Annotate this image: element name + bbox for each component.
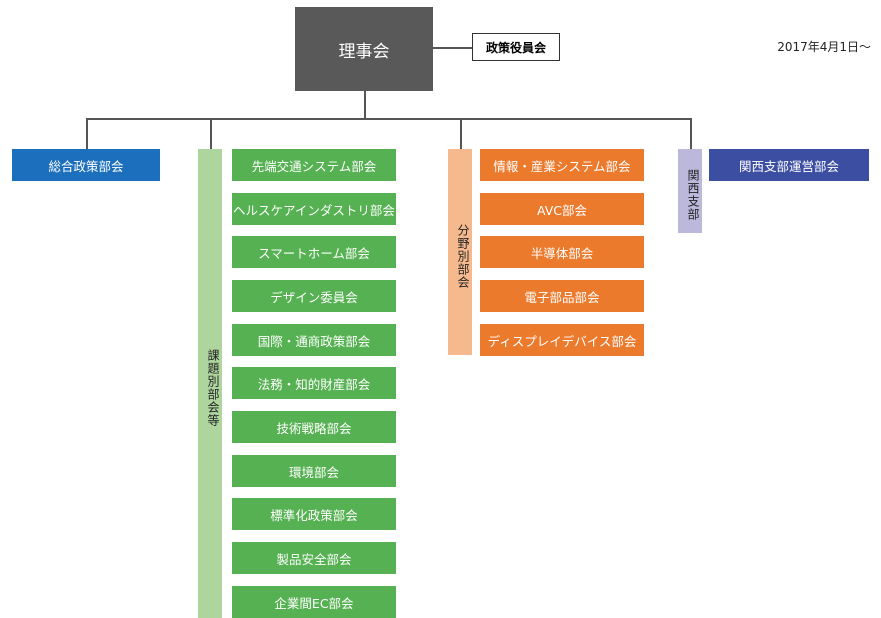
kansai-committee: 関西支部運営部会 bbox=[709, 149, 869, 181]
bunya-item: 情報・産業システム部会 bbox=[480, 149, 644, 181]
kadai-item: 環境部会 bbox=[232, 455, 396, 487]
bunya-item: AVC部会 bbox=[480, 193, 644, 225]
drop-kansai-line bbox=[690, 118, 692, 150]
board-down-line bbox=[364, 91, 366, 118]
kadai-item: スマートホーム部会 bbox=[232, 236, 396, 268]
kadai-item: 標準化政策部会 bbox=[232, 498, 396, 530]
bunya-item: 電子部品部会 bbox=[480, 280, 644, 312]
horizontal-bus-line bbox=[86, 118, 691, 120]
kadai-item: 企業間EC部会 bbox=[232, 586, 396, 618]
kadai-item: 国際・通商政策部会 bbox=[232, 324, 396, 356]
general-policy-committee: 総合政策部会 bbox=[12, 149, 160, 181]
kadai-item: 技術戦略部会 bbox=[232, 411, 396, 443]
kansai-group-label: 関西支部 bbox=[678, 149, 702, 233]
board-of-directors: 理事会 bbox=[295, 7, 433, 91]
bunya-group-label: 分野別部会 bbox=[448, 149, 472, 355]
bunya-item: ディスプレイデバイス部会 bbox=[480, 324, 644, 356]
kadai-item: ヘルスケアインダストリ部会 bbox=[232, 193, 396, 225]
kadai-group-label: 課題別部会等 bbox=[198, 149, 222, 618]
effective-date: 2017年4月1日〜 bbox=[777, 40, 871, 54]
policy-committee: 政策役員会 bbox=[472, 33, 560, 61]
kadai-item: 製品安全部会 bbox=[232, 542, 396, 574]
bunya-item: 半導体部会 bbox=[480, 236, 644, 268]
drop-general-line bbox=[86, 118, 88, 150]
kadai-item: デザイン委員会 bbox=[232, 280, 396, 312]
kadai-item: 先端交通システム部会 bbox=[232, 149, 396, 181]
drop-bunya-line bbox=[460, 118, 462, 150]
kadai-item: 法務・知的財産部会 bbox=[232, 367, 396, 399]
drop-kadai-line bbox=[210, 118, 212, 150]
board-to-policy-line bbox=[433, 47, 472, 49]
